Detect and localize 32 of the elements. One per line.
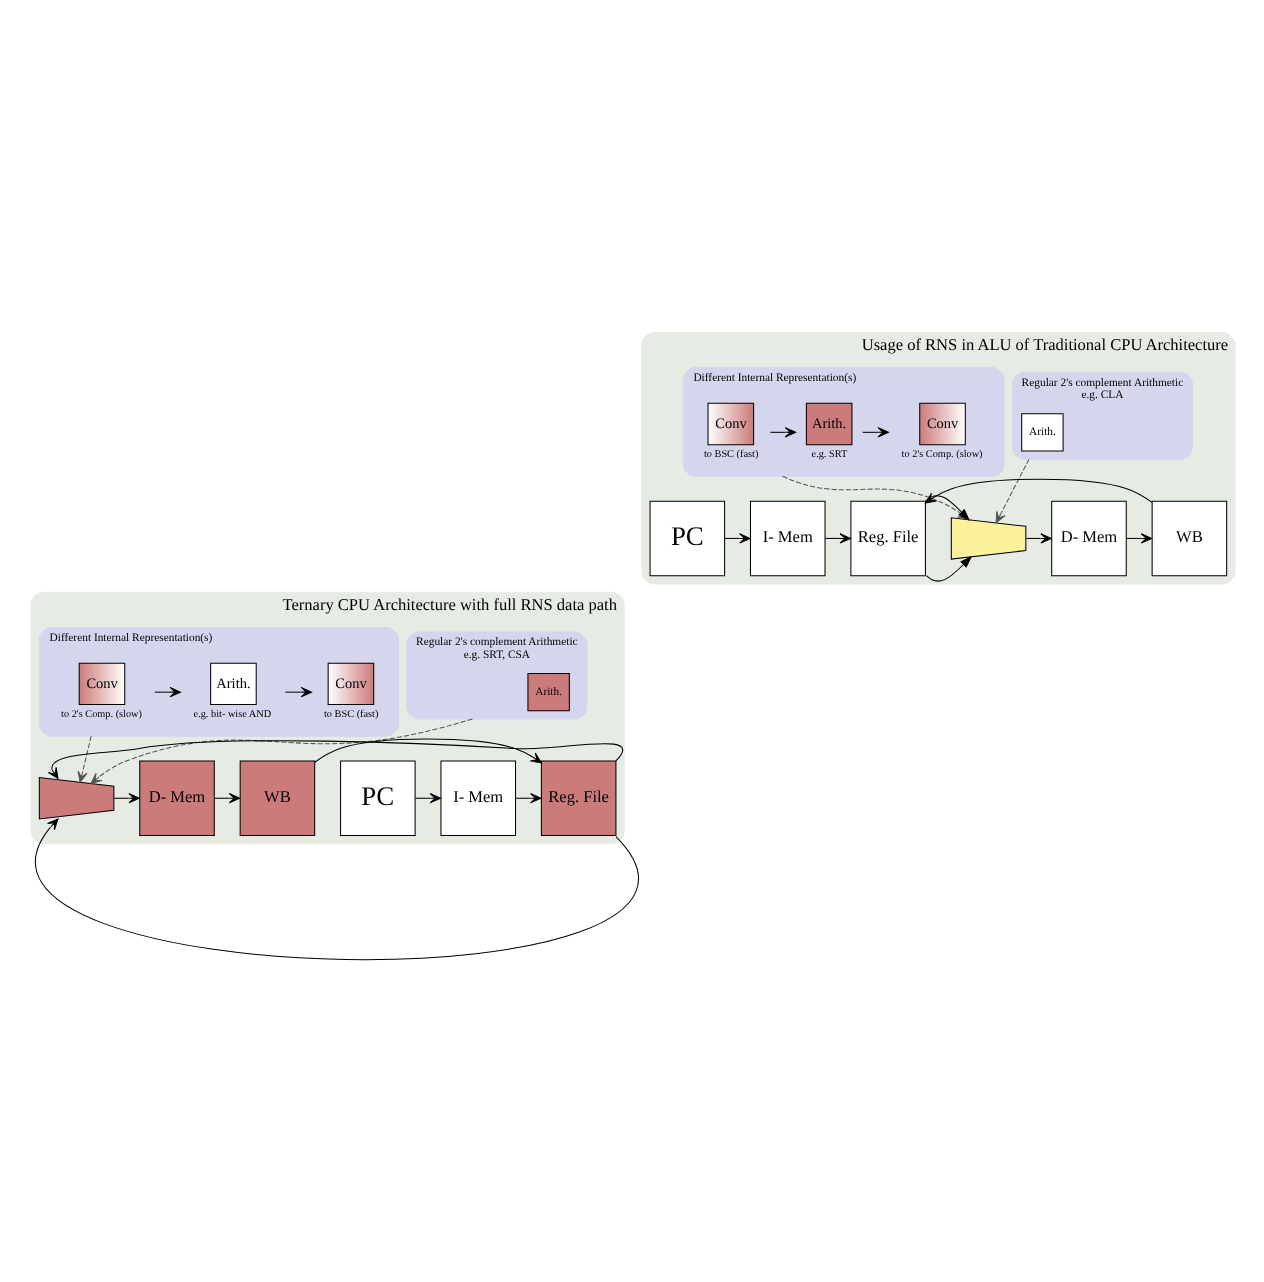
node-box: WB bbox=[238, 759, 315, 836]
arrow bbox=[413, 792, 440, 803]
arrow bbox=[768, 426, 796, 437]
arrow bbox=[1024, 532, 1051, 543]
node-box: D- Mem bbox=[1050, 499, 1126, 576]
node-box: WB bbox=[1150, 499, 1227, 576]
arrow bbox=[823, 532, 850, 543]
arrow bbox=[153, 685, 180, 697]
arrow bbox=[89, 717, 472, 783]
node-trapezoid bbox=[37, 775, 114, 819]
node-box: PC bbox=[339, 759, 415, 836]
node-box: D- Mem bbox=[138, 759, 214, 836]
node-box: Reg. File bbox=[539, 759, 616, 836]
arrow bbox=[723, 532, 750, 543]
node-box: I- Mem bbox=[748, 499, 825, 576]
node-box: I- Mem bbox=[439, 759, 516, 836]
arrow bbox=[861, 426, 888, 437]
arrow bbox=[112, 792, 139, 803]
arrow bbox=[994, 457, 1029, 523]
arrow bbox=[213, 792, 240, 803]
arrow bbox=[46, 739, 623, 779]
arrow bbox=[924, 554, 972, 581]
arrow bbox=[1125, 532, 1152, 543]
node-box: Reg. File bbox=[849, 499, 925, 576]
arrow bbox=[76, 734, 91, 782]
arrow bbox=[514, 792, 541, 803]
arrow bbox=[313, 737, 541, 763]
arrow bbox=[923, 477, 1152, 503]
node-trapezoid bbox=[949, 516, 1026, 559]
arrow bbox=[283, 685, 312, 697]
arrow bbox=[34, 817, 638, 959]
node-box: PC bbox=[648, 499, 725, 576]
